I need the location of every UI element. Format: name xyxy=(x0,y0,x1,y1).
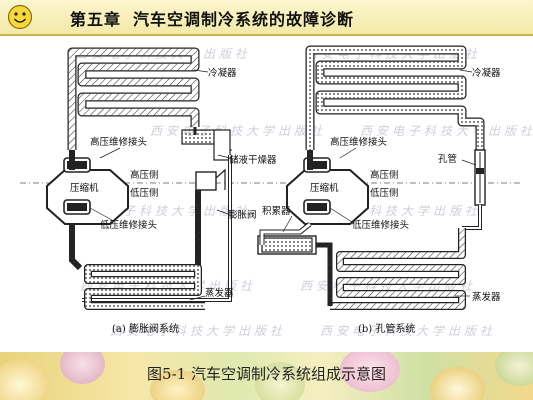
right-accumulator xyxy=(257,222,333,306)
right-condenser xyxy=(305,45,485,150)
topic-label: 汽车空调制冷系统的故障诊断 xyxy=(133,10,355,29)
slide-title: 第五章汽车空调制冷系统的故障诊断 xyxy=(70,6,366,30)
flower-decoration xyxy=(340,352,400,392)
right-high-side-label: 高压侧 xyxy=(370,169,399,181)
right-compressor xyxy=(286,157,369,225)
slide-title-bar: 第五章汽车空调制冷系统的故障诊断 xyxy=(0,0,533,36)
right-low-side-label: 低压侧 xyxy=(370,187,399,199)
refrigeration-diagram: 西安电子科技大学出版社 西安电子科技大学出版社 西安电子科技大学出版社 西安电子… xyxy=(20,45,533,338)
left-receiver-dryer-label: 储液干燥器 xyxy=(229,154,277,166)
left-compressor-label: 压缩机 xyxy=(70,182,99,194)
left-lp-port-label: 低压维修接头 xyxy=(100,219,157,231)
left-evaporator xyxy=(84,264,205,310)
flower-decoration xyxy=(430,367,485,400)
orifice-tube-system: 冷凝器 高压维修接头 孔管 压缩机 高压侧 低压侧 积累器 低压维修接头 蒸发器… xyxy=(257,45,501,335)
right-orifice-tube xyxy=(474,149,486,206)
right-evaporator-label: 蒸发器 xyxy=(472,291,501,303)
flower-decoration xyxy=(60,352,105,384)
left-condenser-label: 冷凝器 xyxy=(208,67,237,79)
expansion-valve-system: 冷凝器 高压维修接头 储液干燥器 压缩机 高压侧 低压侧 膨胀阀 低压维修接头 … xyxy=(46,47,277,335)
watermark-text: 西安电子科技大学出版社 xyxy=(360,124,533,138)
right-condenser-label: 冷凝器 xyxy=(472,67,501,79)
left-condenser xyxy=(67,47,200,150)
left-expansion-valve-label: 膨胀阀 xyxy=(228,209,257,221)
watermark-text: 西安电子科技大学出版社 xyxy=(110,324,286,338)
chapter-label: 第五章 xyxy=(70,10,122,29)
right-evaporator xyxy=(330,228,466,310)
left-caption: (a) 膨胀阀系统 xyxy=(112,322,179,335)
right-lp-port-label: 低压维修接头 xyxy=(352,219,409,231)
smiley-logo-icon xyxy=(7,4,33,30)
right-hp-port-label: 高压维修接头 xyxy=(330,136,387,148)
left-high-side-label: 高压侧 xyxy=(130,169,159,181)
left-hp-port-label: 高压维修接头 xyxy=(90,136,147,148)
watermark-text: 西安电子科技大学出版社 xyxy=(320,324,496,338)
right-caption: (b) 孔管系统 xyxy=(358,322,415,335)
left-low-side-label: 低压侧 xyxy=(130,187,159,199)
left-evaporator-label: 蒸发器 xyxy=(205,287,234,299)
right-orifice-tube-label: 孔管 xyxy=(438,153,457,165)
flower-footer-banner xyxy=(0,352,533,400)
figure-title: 图5-1 汽车空调制冷系统组成示意图 xyxy=(147,365,386,383)
flower-decoration xyxy=(255,362,305,400)
right-compressor-label: 压缩机 xyxy=(310,182,339,194)
flower-decoration xyxy=(150,370,205,400)
right-accumulator-label: 积累器 xyxy=(262,205,291,217)
left-receiver-dryer xyxy=(181,127,232,161)
watermark-text: 西安电子科技大学出版社 xyxy=(150,124,326,138)
